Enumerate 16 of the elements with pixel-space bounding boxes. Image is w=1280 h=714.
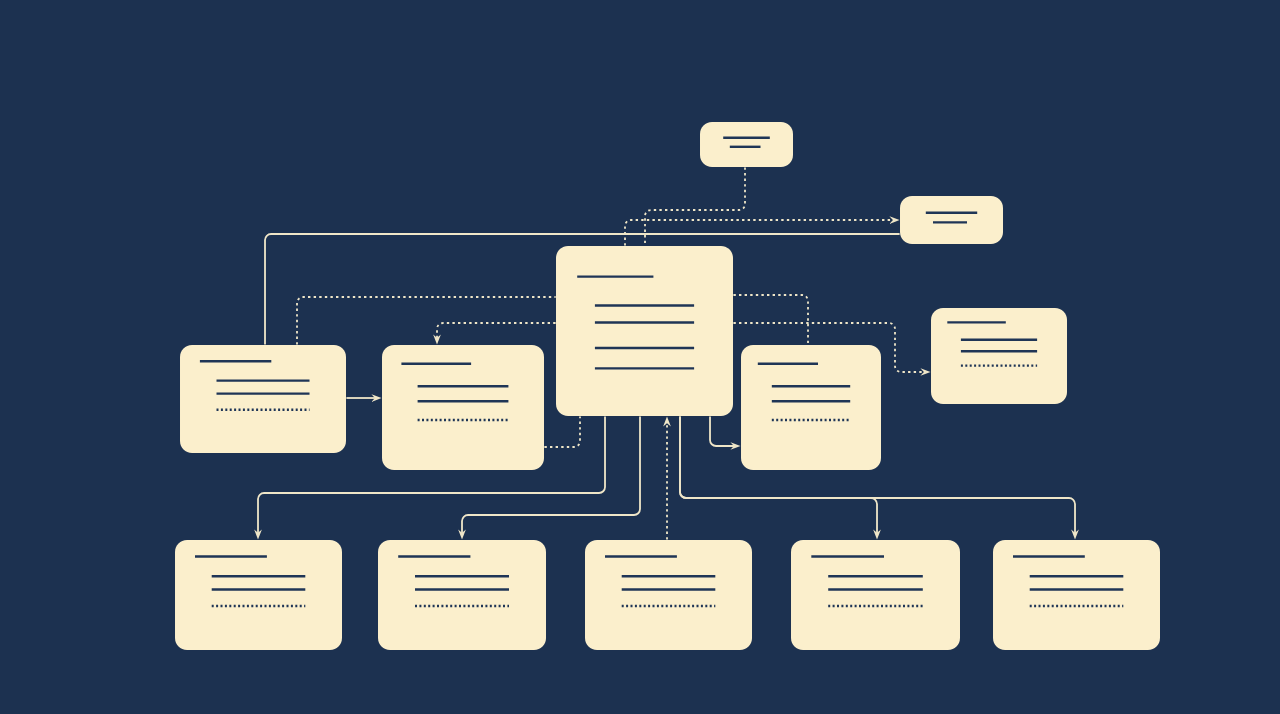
card (931, 308, 1067, 404)
connector (543, 415, 581, 448)
connector (296, 296, 557, 346)
card (791, 540, 960, 650)
card (700, 122, 793, 167)
connector (732, 294, 809, 346)
card (180, 345, 346, 453)
card (900, 196, 1003, 244)
card (382, 345, 544, 470)
card (741, 345, 881, 470)
card (175, 540, 342, 650)
card (556, 246, 733, 416)
card (378, 540, 546, 650)
card (585, 540, 752, 650)
card (993, 540, 1160, 650)
connector (264, 233, 901, 346)
